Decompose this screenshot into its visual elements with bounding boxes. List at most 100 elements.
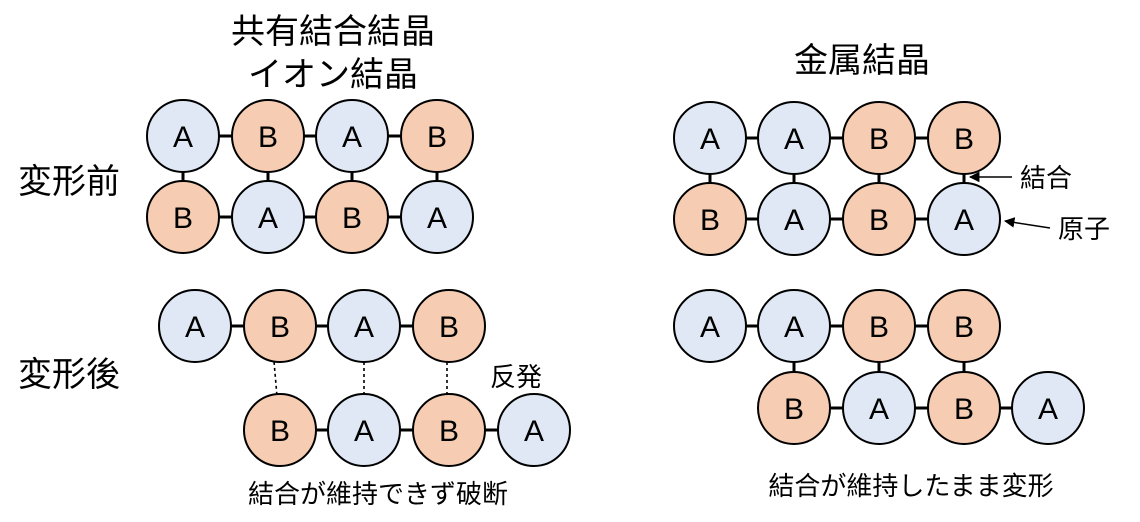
atom-circle (412, 393, 486, 467)
atom-letter: A (700, 311, 720, 344)
caption-right: 結合が維持したまま変形 (768, 472, 1053, 502)
atom-b: B (146, 180, 220, 254)
atom-letter: A (784, 311, 804, 344)
atom-circle (315, 99, 389, 173)
atom-annotation: 原子 (1003, 215, 1110, 245)
atom-b: B (400, 99, 474, 173)
atom-letter: A (354, 415, 374, 448)
atom-a: A (231, 180, 305, 254)
atom-letter: B (270, 311, 290, 344)
atom-circle (400, 99, 474, 173)
atom-a: A (842, 371, 916, 445)
atom-letter: B (954, 311, 974, 344)
atom-letter: A (427, 202, 447, 235)
atom-b: B (842, 289, 916, 363)
atom-b: B (315, 180, 389, 254)
atom-letter: B (427, 121, 447, 154)
atom-letter: B (270, 415, 290, 448)
atom-letter: A (869, 393, 889, 426)
atom-b: B (842, 182, 916, 256)
title-left-line2: イオン結晶 (248, 55, 418, 95)
bond-label: 結合 (1020, 164, 1072, 194)
atom-circle (757, 289, 831, 363)
atom-circle (927, 289, 1001, 363)
atom-letter: B (954, 123, 974, 156)
atom-letter: B (439, 311, 459, 344)
atom-b: B (673, 182, 747, 256)
atom-circle (158, 289, 232, 363)
atom-letter: A (1038, 393, 1058, 426)
atom-circle (231, 180, 305, 254)
atom-circle (673, 101, 747, 175)
atom-circle (497, 393, 571, 467)
bonds-layer (181, 134, 1012, 432)
atom-letter: B (439, 415, 459, 448)
title-right: 金属結晶 (794, 41, 930, 81)
atom-letter: A (700, 123, 720, 156)
atom-circle (757, 101, 831, 175)
atom-label: 原子 (1058, 215, 1110, 245)
atom-circle (927, 182, 1001, 256)
atom-circle (231, 99, 305, 173)
atom-letter: A (354, 311, 374, 344)
atom-circle (412, 289, 486, 363)
atom-letter: B (784, 393, 804, 426)
atom-a: A (158, 289, 232, 363)
atom-letter: B (342, 202, 362, 235)
atom-circle (673, 289, 747, 363)
atom-letter: A (342, 121, 362, 154)
atom-letter: A (185, 311, 205, 344)
atom-circle (315, 180, 389, 254)
atom-a: A (757, 182, 831, 256)
atom-circle (927, 101, 1001, 175)
atom-b: B (757, 371, 831, 445)
atom-circle (327, 289, 401, 363)
atom-circle (243, 393, 317, 467)
atom-a: A (497, 393, 571, 467)
atom-a: A (927, 182, 1001, 256)
atom-letter: A (954, 204, 974, 237)
atom-circle (842, 182, 916, 256)
atom-circle (842, 289, 916, 363)
atom-letter: B (173, 202, 193, 235)
atom-b: B (412, 289, 486, 363)
atom-circle (757, 182, 831, 256)
atom-b: B (231, 99, 305, 173)
atom-circle (400, 180, 474, 254)
atom-letter: B (869, 204, 889, 237)
atom-letter: B (869, 123, 889, 156)
atom-letter: B (258, 121, 278, 154)
atom-b: B (927, 371, 1001, 445)
atom-b: B (243, 393, 317, 467)
atom-a: A (146, 99, 220, 173)
repulsion-label: 反発 (490, 363, 542, 393)
atom-b: B (842, 101, 916, 175)
atom-letter: A (784, 123, 804, 156)
atom-circle (146, 180, 220, 254)
atom-circle (673, 182, 747, 256)
atom-a: A (1011, 371, 1085, 445)
atom-circle (1011, 371, 1085, 445)
atom-letter: A (784, 204, 804, 237)
atom-letter: A (173, 121, 193, 154)
row-label-after: 変形後 (18, 355, 120, 395)
atom-circle (327, 393, 401, 467)
atom-letter: B (954, 393, 974, 426)
atom-a: A (315, 99, 389, 173)
atom-circle (757, 371, 831, 445)
atom-a: A (757, 289, 831, 363)
atom-a: A (757, 101, 831, 175)
atom-b: B (412, 393, 486, 467)
atom-b: B (927, 101, 1001, 175)
atom-a: A (400, 180, 474, 254)
atom-letter: B (700, 204, 720, 237)
atom-circle (243, 289, 317, 363)
atom-a: A (327, 289, 401, 363)
atom-b: B (243, 289, 317, 363)
atom-letter: B (869, 311, 889, 344)
atom-a: A (327, 393, 401, 467)
atom-circle (842, 101, 916, 175)
atom-letter: A (524, 415, 544, 448)
